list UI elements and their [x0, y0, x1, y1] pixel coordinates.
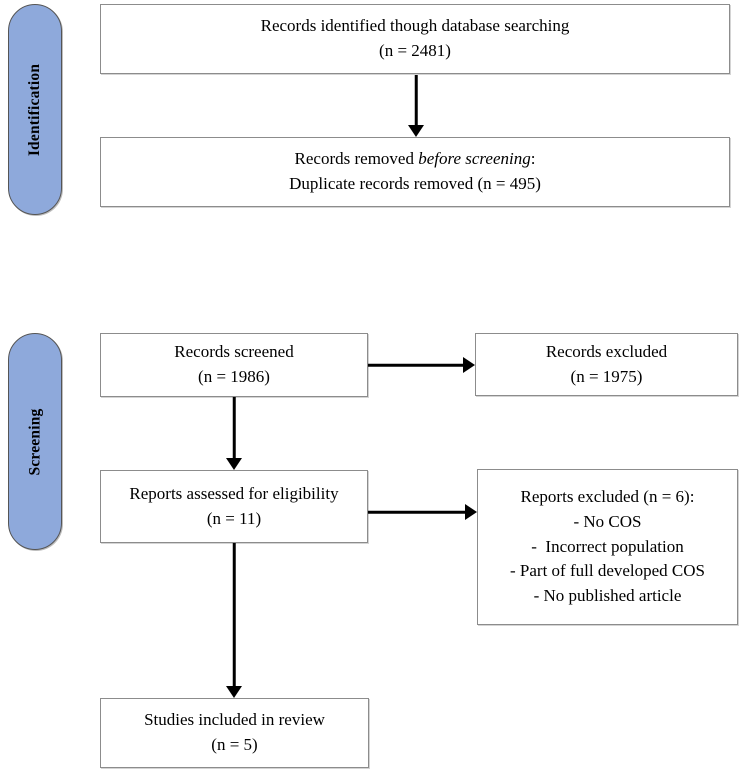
studies-included-line1: Studies included in review — [144, 710, 325, 730]
arrow-assessed-to-excluded — [368, 504, 477, 520]
arrow-screened-to-assessed — [226, 397, 242, 470]
records-removed-line1: Records removed before screening: — [295, 147, 536, 172]
records-excluded-count: (n = 1975) — [570, 366, 643, 386]
box-records-removed: Records removed before screening: Duplic… — [100, 137, 730, 207]
box-reports-excluded: Reports excluded (n = 6): - No COS - Inc… — [477, 469, 738, 625]
records-removed-italic: before screening — [418, 149, 531, 169]
arrow-assessed-to-included — [226, 543, 242, 698]
reports-excluded-reason: - Incorrect population — [531, 536, 684, 556]
stage-screening-label: Screening — [26, 408, 43, 475]
stage-identification: Identification — [8, 4, 62, 215]
records-identified-line1: Records identified though database searc… — [260, 16, 570, 36]
records-excluded-line1: Records excluded — [545, 341, 668, 361]
arrow-shaft — [368, 510, 467, 514]
records-removed-suffix: : — [530, 149, 536, 169]
arrowhead-down-icon — [226, 458, 242, 470]
reports-excluded-reason: - Part of full developed COS — [510, 561, 705, 581]
records-screened-count: (n = 1986) — [198, 367, 270, 386]
reports-excluded-title: Reports excluded (n = 6): — [520, 487, 695, 507]
box-reports-assessed: Reports assessed for eligibility (n = 11… — [100, 470, 368, 543]
arrow-shaft — [232, 397, 236, 460]
reports-excluded-reason: - No COS — [573, 512, 642, 532]
stage-screening: Screening — [8, 333, 62, 550]
stage-identification-label: Identification — [26, 63, 44, 156]
arrowhead-down-icon — [226, 686, 242, 698]
box-records-excluded: Records excluded (n = 1975) — [475, 333, 738, 396]
arrow-shaft — [232, 543, 236, 688]
records-screened-line1: Records screened — [174, 342, 294, 362]
arrow-screened-to-excluded — [368, 357, 475, 373]
arrow-shaft — [414, 75, 418, 127]
arrowhead-right-icon — [465, 504, 477, 520]
arrowhead-down-icon — [408, 125, 424, 137]
box-records-identified: Records identified though database searc… — [100, 4, 730, 74]
studies-included-count: (n = 5) — [211, 735, 258, 754]
arrow-identified-to-removed — [408, 75, 424, 137]
reports-assessed-count: (n = 11) — [206, 508, 262, 528]
reports-excluded-reason: - No published article — [533, 585, 682, 605]
arrowhead-right-icon — [463, 357, 475, 373]
box-records-screened: Records screened (n = 1986) — [100, 333, 368, 397]
arrow-shaft — [368, 363, 465, 367]
box-studies-included: Studies included in review (n = 5) — [100, 698, 369, 768]
records-identified-count: (n = 2481) — [379, 41, 451, 60]
reports-assessed-line1: Reports assessed for eligibility — [129, 483, 339, 503]
records-removed-prefix: Records removed — [294, 149, 419, 169]
records-removed-line2: Duplicate records removed (n = 495) — [289, 174, 541, 193]
